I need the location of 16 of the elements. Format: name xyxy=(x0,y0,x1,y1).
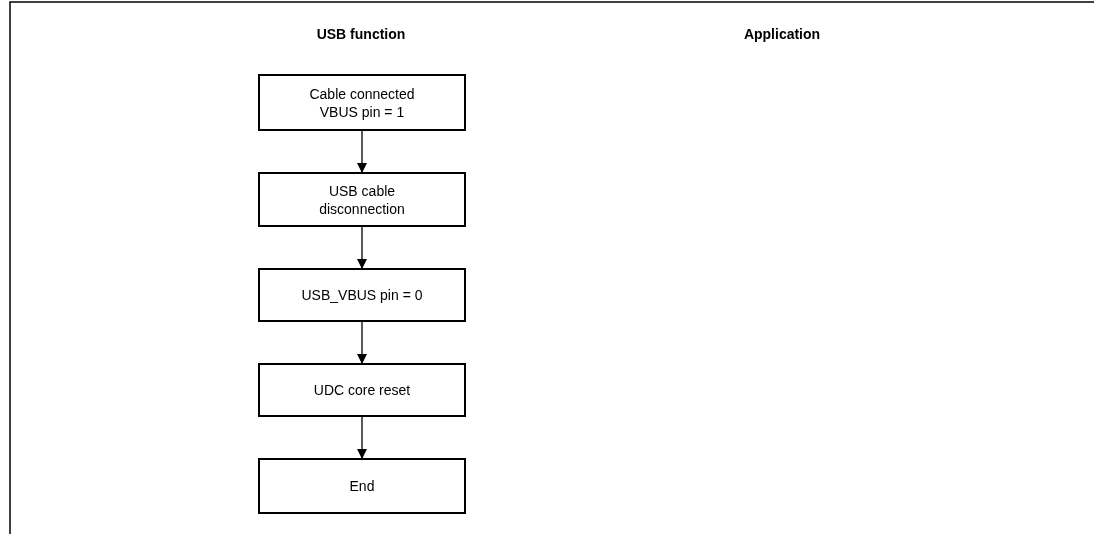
arrow xyxy=(357,130,367,173)
process-box xyxy=(258,172,466,227)
box-text: UDC core reset xyxy=(313,381,411,399)
process-box xyxy=(258,74,466,131)
process-box xyxy=(258,458,466,514)
process-box xyxy=(258,268,466,322)
column-heading: USB function xyxy=(316,26,406,42)
process-box xyxy=(258,363,466,417)
column-heading: Application xyxy=(743,26,821,42)
arrow xyxy=(357,226,367,269)
arrow xyxy=(357,321,367,364)
box-text: End xyxy=(349,477,375,495)
box-text: USB cable disconnection xyxy=(318,181,406,218)
box-text: Cable connected VBUS pin = 1 xyxy=(308,84,416,121)
box-text: USB_VBUS pin = 0 xyxy=(301,286,423,304)
arrow xyxy=(357,416,367,459)
